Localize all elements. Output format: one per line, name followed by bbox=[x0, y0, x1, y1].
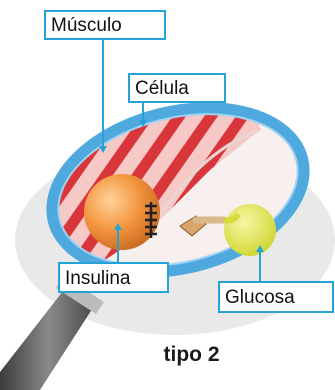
label-insulina: Insulina bbox=[58, 262, 169, 293]
label-musculo: Músculo bbox=[44, 10, 166, 40]
label-glucosa: Glucosa bbox=[218, 281, 334, 313]
glucose-molecule bbox=[224, 204, 276, 256]
label-celula: Célula bbox=[128, 73, 226, 103]
caption: tipo 2 bbox=[0, 343, 335, 367]
